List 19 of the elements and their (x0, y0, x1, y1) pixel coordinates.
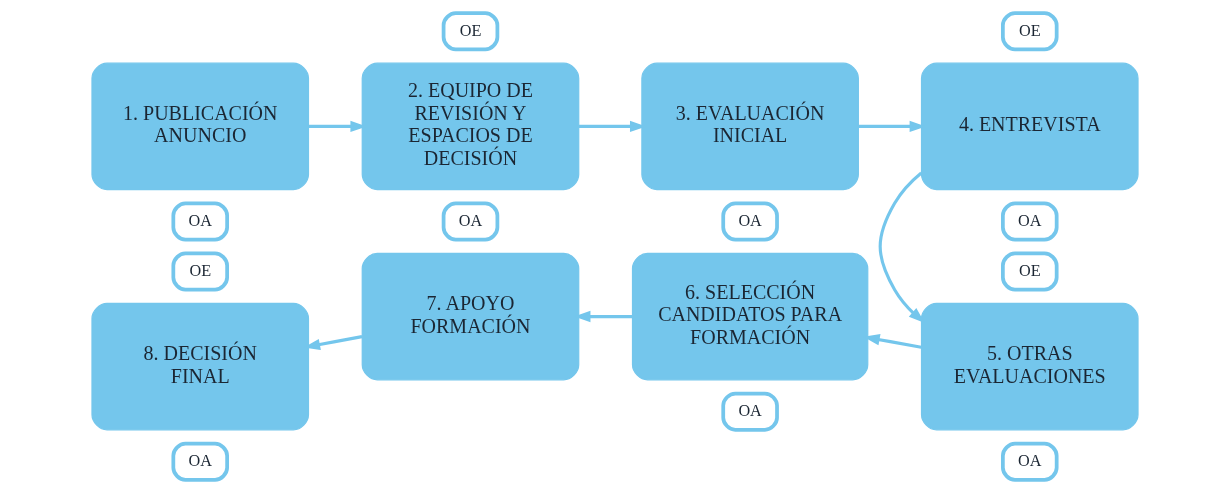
node-box: OA (441, 201, 500, 242)
node-box: OA (721, 391, 779, 432)
node-box: OA (171, 441, 229, 482)
node-box: OA (721, 201, 779, 242)
node-box: 4. ENTREVISTA (920, 62, 1139, 191)
node-box: 2. EQUIPO DE REVISIÓN Y ESPACIOS DE DECISIÓN (361, 62, 580, 191)
node-box: OA (171, 201, 229, 242)
node-box: OA (1001, 441, 1059, 482)
node-box: 3. EVALUACIÓN INICIAL (641, 62, 859, 191)
node-box: 6. SELECCIÓN CANDIDATOS PARA FORMACIÓN (631, 252, 869, 381)
node-box: OE (441, 11, 500, 52)
node-box: OE (1001, 251, 1059, 292)
node-box: OA (1001, 201, 1059, 242)
node-box: 1. PUBLICACIÓN ANUNCIO (91, 62, 310, 191)
node-box: 8. DECISIÓN FINAL (91, 302, 310, 431)
node-box: 7. APOYO FORMACIÓN (361, 252, 580, 381)
node-box: OE (171, 251, 229, 292)
node-box: OE (1001, 11, 1059, 52)
node-box: 5. OTRAS EVALUACIONES (920, 302, 1139, 431)
